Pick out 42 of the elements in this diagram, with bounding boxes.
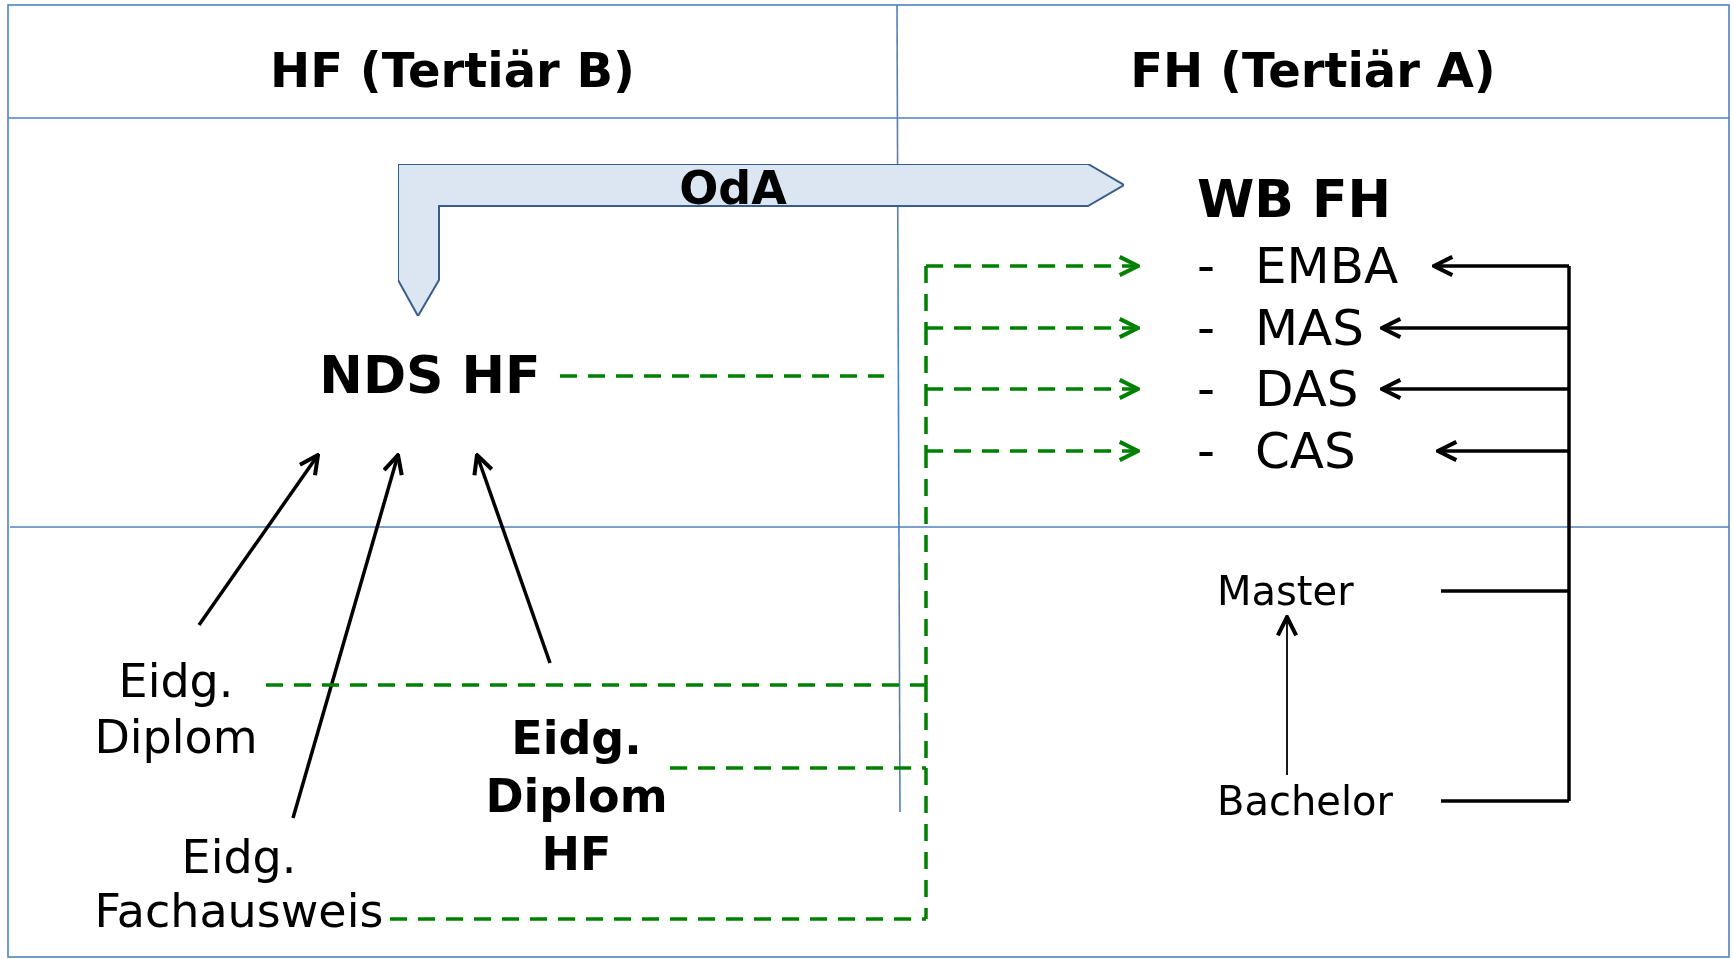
arrow [1275, 615, 1299, 776]
arrow [291, 453, 404, 819]
trunk-line [924, 451, 928, 685]
arrow [926, 316, 1140, 340]
dashed-connector [670, 766, 926, 770]
connector-line [1441, 799, 1569, 803]
arrow [1380, 316, 1569, 340]
trunk-line [1567, 328, 1571, 389]
qualification-label: Eidg. Diplom [93, 653, 259, 765]
trunk-line [1567, 389, 1571, 451]
trunk-line [924, 389, 928, 451]
connector-line [1441, 589, 1569, 593]
trunk-line [1567, 266, 1571, 328]
list-item: - CAS [1197, 423, 1357, 479]
column-header: FH (Tertiär A) [1129, 41, 1497, 100]
qualification-label: NDS HF [318, 345, 542, 405]
dashed-connector [266, 683, 926, 687]
list-item: - DAS [1197, 361, 1360, 417]
arrow-label: OdA [678, 160, 788, 217]
trunk-line [1567, 451, 1571, 591]
trunk-line [924, 266, 928, 328]
arrow [472, 453, 552, 664]
trunk-line [924, 768, 928, 919]
arrow [1432, 254, 1569, 278]
qualification-label: Eidg. Fachausweis [93, 830, 385, 938]
list-heading: WB FH [1197, 169, 1393, 229]
list-item: - EMBA [1197, 238, 1400, 294]
arrow [926, 377, 1140, 401]
arrow [1380, 377, 1569, 401]
list-item: - MAS [1197, 300, 1366, 356]
trunk-line [1567, 591, 1571, 801]
trunk-line [924, 328, 928, 389]
arrow [1436, 439, 1569, 463]
dashed-connector [390, 917, 926, 921]
degree-label: Master [1217, 567, 1355, 616]
column-header: HF (Tertiär B) [269, 41, 636, 100]
arrow [926, 254, 1140, 278]
degree-label: Bachelor [1217, 777, 1394, 826]
dashed-line [560, 374, 884, 378]
arrow [926, 439, 1140, 463]
qualification-label: Eidg. Diplom HF [484, 710, 669, 883]
arrow [197, 453, 320, 626]
